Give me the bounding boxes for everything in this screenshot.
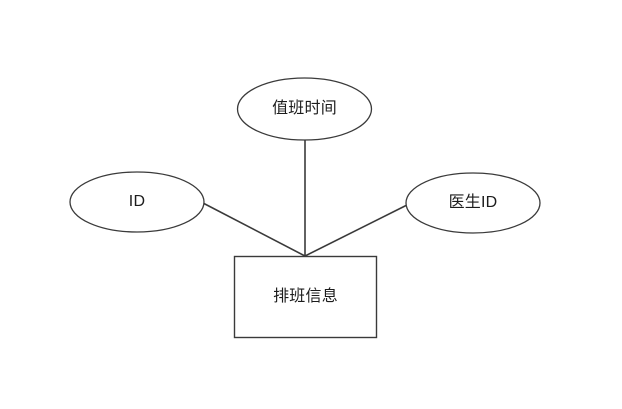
connector-id xyxy=(202,202,306,257)
attribute-ellipse-duty-time[interactable] xyxy=(236,77,373,141)
connector-doctor-id xyxy=(304,204,408,257)
attribute-ellipse-doctor-id[interactable] xyxy=(405,172,541,234)
attribute-ellipse-id[interactable] xyxy=(69,171,205,233)
entity-box-scheduling-info[interactable] xyxy=(233,255,378,339)
